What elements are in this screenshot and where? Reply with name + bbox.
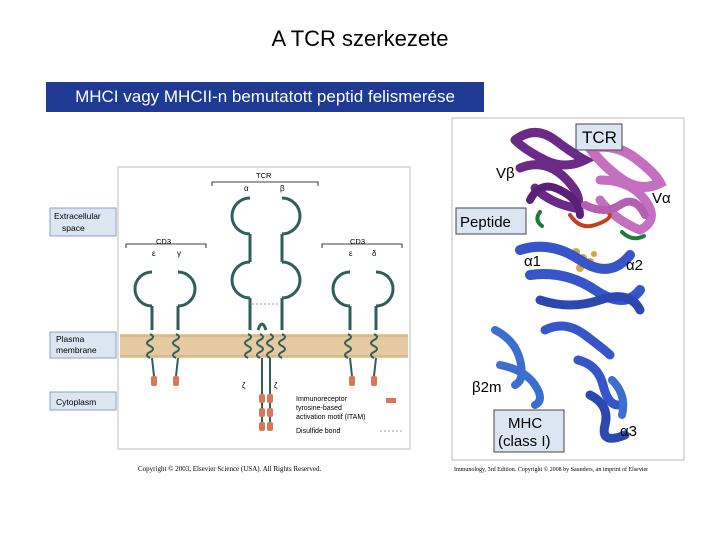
svg-text:Cytoplasm: Cytoplasm	[56, 397, 96, 407]
epsilon-left-label: ε	[152, 249, 156, 258]
alpha1-label: α1	[524, 253, 541, 270]
label-extracellular: Extracellular space	[49, 207, 117, 237]
v-alpha-label: Vα	[652, 190, 671, 207]
chain-domains	[133, 196, 395, 331]
beta-label: β	[280, 184, 285, 193]
svg-text:TCR: TCR	[582, 128, 617, 147]
cd3-right-label: CD3	[350, 237, 365, 246]
slide-title: A TCR szerkezete	[271, 26, 449, 51]
alpha3-label: α3	[620, 423, 637, 440]
zeta-right-label: ζ	[274, 381, 278, 390]
left-copyright: Copyright © 2003, Elsevier Science (USA)…	[138, 465, 321, 473]
svg-text:MHC: MHC	[508, 415, 542, 432]
label-plasma-membrane: Plasma membrane	[49, 331, 117, 359]
label-cytoplasm: Cytoplasm	[49, 391, 117, 411]
label-peptide-box: Peptide	[455, 207, 527, 235]
cd3-left-label: CD3	[156, 237, 171, 246]
zeta-left-label: ζ	[242, 381, 246, 390]
delta-label: δ	[372, 249, 377, 258]
itam-legend-swatch	[386, 398, 396, 403]
itam-motifs	[151, 376, 377, 431]
epsilon-right-label: ε	[349, 249, 353, 258]
alpha-label: α	[244, 184, 249, 193]
schematic-legend: Immunoreceptor tyrosine-based activation…	[296, 396, 402, 435]
svg-text:activation motif (ITAM): activation motif (ITAM)	[296, 414, 366, 421]
svg-text:membrane: membrane	[56, 345, 97, 355]
v-beta-label: Vβ	[496, 165, 515, 182]
svg-text:space: space	[62, 223, 85, 233]
label-mhc-box: MHC (class I)	[493, 409, 565, 453]
svg-text:(class I): (class I)	[498, 433, 551, 450]
slide-banner: MHCI vagy MHCII-n bemutatott peptid feli…	[46, 82, 484, 112]
svg-text:Plasma: Plasma	[56, 334, 85, 344]
schematic-frame	[117, 166, 411, 450]
mhc-ribbons	[491, 241, 645, 443]
label-tcr-box: TCR	[575, 123, 623, 151]
right-copyright: Immunology, 3rd Edition. Copyright © 200…	[454, 466, 648, 473]
alpha2-label: α2	[626, 257, 643, 274]
tcr-ribbons	[510, 128, 667, 241]
tcr-label: TCR	[256, 171, 272, 180]
svg-text:Peptide: Peptide	[460, 214, 511, 231]
beta2m-label: β2m	[472, 379, 501, 396]
gamma-label: γ	[177, 249, 181, 258]
tcr-mhc-structure: TCR Vβ Vα Peptide α1 α2 β2m MHC (class I…	[451, 117, 685, 473]
transmembrane-helices	[146, 333, 378, 359]
plasma-membrane	[120, 334, 408, 358]
svg-text:Disulfide bond: Disulfide bond	[296, 428, 340, 435]
tcr-schematic: Extracellular space Plasma membrane Cyto…	[49, 166, 411, 473]
svg-text:Extracellular: Extracellular	[54, 211, 101, 221]
svg-text:tyrosine-based: tyrosine-based	[296, 405, 342, 412]
svg-text:Immunoreceptor: Immunoreceptor	[296, 396, 348, 403]
